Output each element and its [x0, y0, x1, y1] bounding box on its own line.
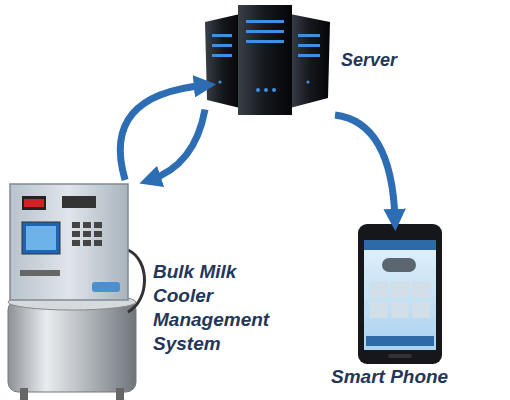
milk-cooler-illustration — [8, 184, 145, 400]
server-icon — [205, 5, 330, 115]
node-box: Smart Phone — [325, 220, 465, 395]
node-label: Smart Phone — [331, 365, 465, 389]
node-label: Server — [341, 49, 411, 72]
smart-phone-illustration — [358, 224, 442, 364]
node-box: Server — [205, 5, 405, 115]
node-box: Bulk Milk Cooler Management System — [0, 180, 300, 400]
flow-arrow — [120, 85, 205, 180]
flow-arrow — [335, 115, 395, 220]
node-label: Bulk Milk Cooler Management System — [153, 260, 293, 356]
flow-arrow — [150, 110, 205, 181]
